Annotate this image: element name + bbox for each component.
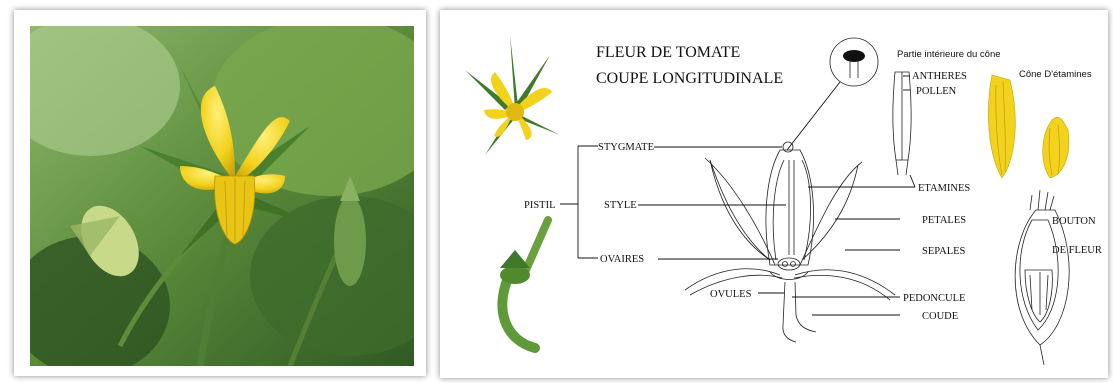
cone-label: Cône D'étamines: [1019, 69, 1092, 80]
stamen-cone-illustrations: [988, 75, 1069, 178]
inset-label: Partie intérieure du cône: [897, 49, 1001, 60]
label-pollen: POLLEN: [916, 86, 957, 97]
label-petales: PETALES: [922, 215, 966, 226]
peduncle-elbow-illustration: [500, 220, 548, 348]
tomato-flower-illustration: [465, 35, 560, 155]
longitudinal-section-drawing: [685, 142, 895, 342]
label-pedoncule: PEDONCULE: [903, 293, 965, 304]
label-bouton: BOUTON: [1052, 216, 1096, 227]
label-stygmate: STYGMATE: [598, 142, 654, 153]
diagram-title-line1: FLEUR DE TOMATE: [596, 44, 740, 61]
label-ovaires: OVAIRES: [600, 254, 644, 265]
photo-panel: [14, 10, 426, 376]
diagram-panel: FLEUR DE TOMATE COUPE LONGITUDINALE Part…: [440, 10, 1108, 378]
label-pistil: PISTIL: [524, 200, 556, 211]
flower-diagram: FLEUR DE TOMATE COUPE LONGITUDINALE Part…: [440, 10, 1108, 378]
label-ovules: OVULES: [710, 289, 752, 300]
label-style: STYLE: [604, 200, 637, 211]
label-coude: COUDE: [922, 311, 958, 322]
anther-drawing: [893, 72, 911, 175]
diagram-title-line2: COUPE LONGITUDINALE: [596, 70, 783, 87]
label-antheres: ANTHERES: [912, 71, 967, 82]
label-de-fleur: DE FLEUR: [1052, 245, 1102, 256]
label-sepales: SEPALES: [922, 246, 966, 257]
tomato-flower-photo: [30, 26, 414, 366]
label-etamines: ETAMINES: [918, 183, 970, 194]
